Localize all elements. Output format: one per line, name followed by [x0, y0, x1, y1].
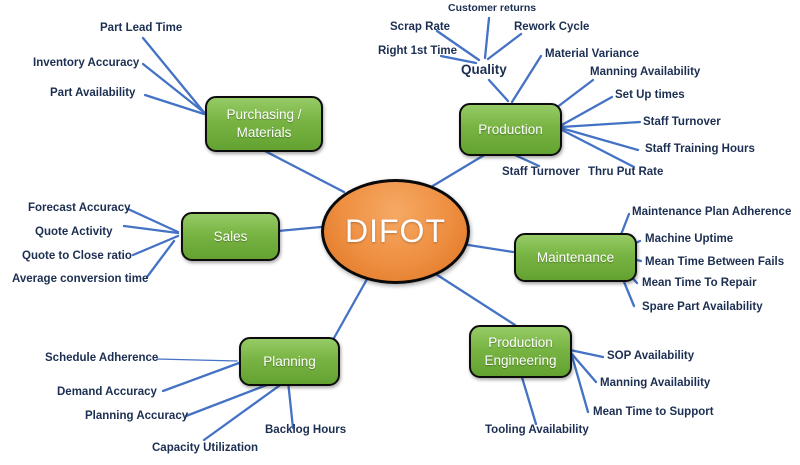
leaf-manning-availability-production: Manning Availability — [590, 66, 701, 78]
connector — [558, 95, 614, 128]
leaf-rework-cycle: Rework Cycle — [514, 21, 590, 33]
connector — [519, 372, 538, 426]
connector — [429, 152, 488, 189]
connector — [122, 224, 180, 235]
connector — [559, 120, 642, 129]
leaf-inventory-accuracy: Inventory Accuracy — [33, 57, 140, 69]
connector — [426, 267, 517, 327]
leaf-mean-time-between-fails: Mean Time Between Fails — [645, 256, 785, 268]
connector — [569, 351, 598, 384]
connector — [570, 354, 590, 414]
connector — [126, 207, 180, 234]
leaf-maintenance-plan-adherence: Maintenance Plan Adherence — [632, 206, 792, 218]
branch-node-sales: Sales — [181, 212, 280, 261]
leaf-schedule-adherence: Schedule Adherence — [45, 352, 159, 364]
branch-node-planning: Planning — [239, 337, 340, 386]
leaf-quote-to-close-ratio: Quote to Close ratio — [22, 250, 132, 262]
leaf-material-variance: Material Variance — [545, 48, 639, 60]
leaf-thru-put-rate: Thru Put Rate — [588, 166, 664, 178]
connector — [486, 32, 523, 61]
connector — [202, 381, 285, 442]
leaf-planning-accuracy: Planning Accuracy — [85, 410, 189, 422]
leaf-mean-time-to-support: Mean Time to Support — [593, 406, 714, 418]
leaf-staff-turnover-right: Staff Turnover — [643, 116, 721, 128]
leaf-part-availability: Part Availability — [50, 87, 136, 99]
leaf-scrap-rate: Scrap Rate — [390, 21, 451, 33]
connector — [460, 242, 515, 254]
leaf-mean-time-to-repair: Mean Time To Repair — [642, 277, 757, 289]
connector — [141, 36, 209, 118]
connector — [286, 379, 295, 430]
connector — [439, 54, 478, 65]
leaf-quote-activity: Quote Activity — [35, 226, 113, 238]
leaf-demand-accuracy: Demand Accuracy — [57, 386, 157, 398]
leaf-part-lead-time: Part Lead Time — [100, 22, 183, 34]
connector — [141, 62, 208, 116]
connector — [510, 54, 543, 104]
connector — [145, 239, 176, 279]
connector — [276, 225, 323, 233]
leaf-sop-availability: SOP Availability — [607, 350, 695, 362]
leaf-forecast-accuracy: Forecast Accuracy — [28, 202, 131, 214]
leaf-average-conversion-time: Average conversion time — [12, 273, 149, 285]
branch-node-maintenance: Maintenance — [514, 233, 637, 282]
connector — [161, 361, 241, 393]
leaf-spare-part-availability: Spare Part Availability — [642, 301, 763, 313]
leaf-staff-training-hours: Staff Training Hours — [645, 143, 755, 155]
connector — [156, 358, 238, 362]
connector — [558, 127, 636, 169]
leaf-manning-availability-engineering: Manning Availability — [600, 377, 711, 389]
leaf-capacity-utilization: Capacity Utilization — [152, 442, 259, 454]
subnode-quality: Quality — [461, 62, 507, 77]
leaf-machine-uptime: Machine Uptime — [645, 233, 734, 245]
connector — [332, 270, 373, 340]
leaf-right-1st-time: Right 1st Time — [378, 45, 458, 57]
leaf-backlog-hours: Backlog Hours — [265, 424, 347, 436]
connector — [261, 148, 346, 194]
connector — [184, 381, 274, 418]
branch-node-purchasing-materials: Purchasing / Materials — [205, 96, 323, 152]
branch-node-production: Production — [459, 103, 562, 156]
connector — [559, 126, 640, 152]
connector — [568, 348, 605, 359]
leaf-customer-returns: Customer returns — [448, 2, 537, 14]
connector — [131, 234, 180, 257]
branch-node-production-engineering: Production Engineering — [469, 325, 572, 378]
center-node-difot: DIFOT — [321, 179, 470, 284]
leaf-staff-turnover-bottom: Staff Turnover — [502, 166, 580, 178]
leaf-set-up-times: Set Up times — [615, 89, 685, 101]
connector — [554, 78, 595, 110]
connector — [483, 16, 491, 60]
connector — [143, 93, 206, 116]
leaf-tooling-availability: Tooling Availability — [485, 424, 589, 436]
connector — [435, 29, 481, 62]
connector — [487, 78, 510, 103]
